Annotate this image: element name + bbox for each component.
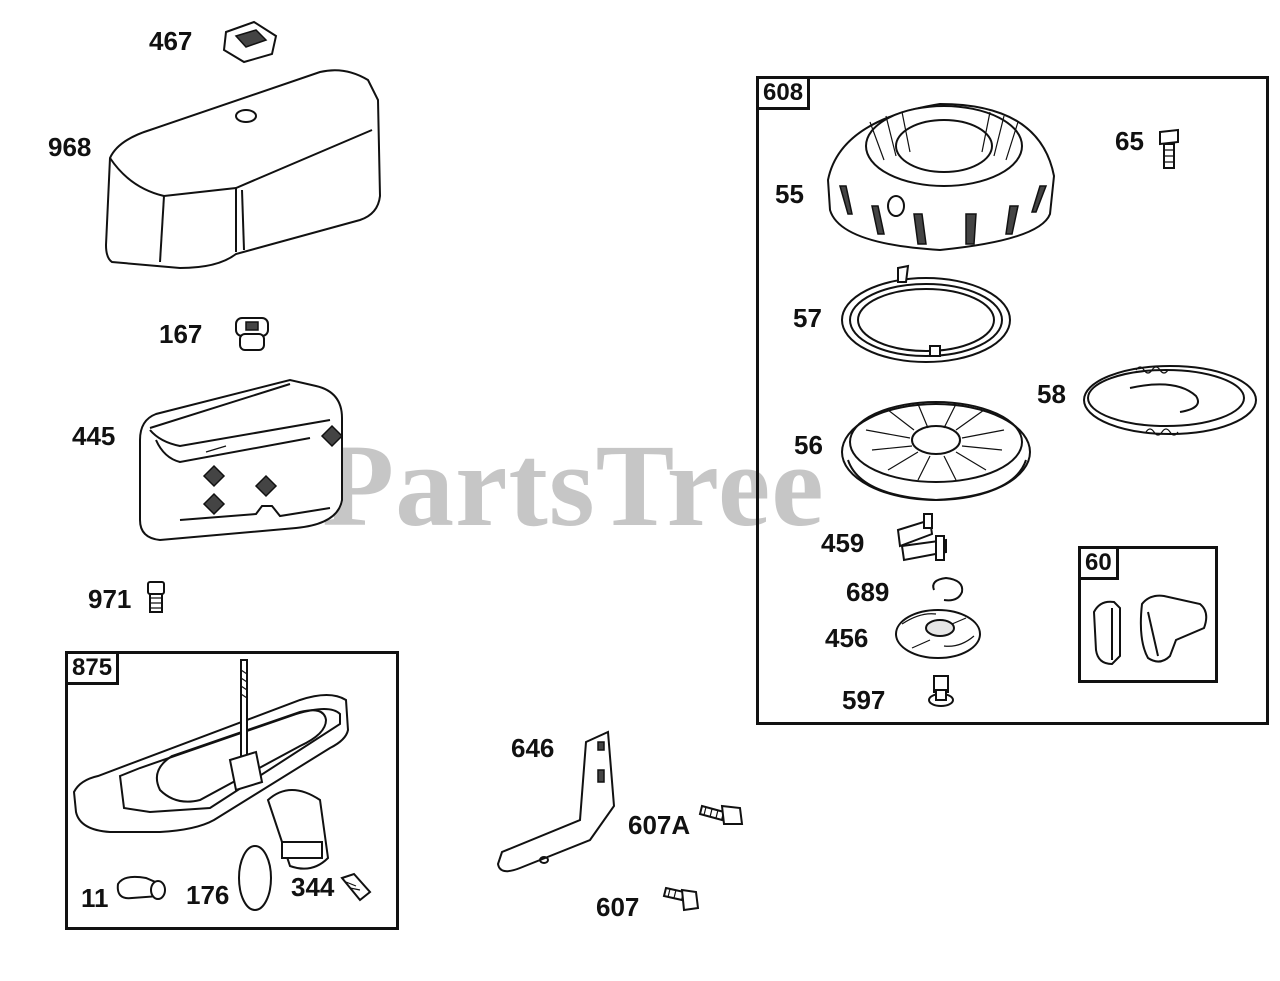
callout-607A: 607A xyxy=(628,810,691,840)
assembly-frame-60 xyxy=(1078,546,1218,683)
callout-459: 459 xyxy=(821,528,865,558)
callout-971: 971 xyxy=(88,584,132,614)
retainer-ring-689-drawing xyxy=(932,576,964,602)
callout-689: 689 xyxy=(846,577,890,607)
callout-607: 607 xyxy=(596,892,640,922)
assembly-label-608: 608 xyxy=(756,76,811,110)
callout-597: 597 xyxy=(842,685,886,715)
retainer-456-drawing xyxy=(895,609,981,659)
bracket-646-drawing xyxy=(496,730,616,873)
callout-176: 176 xyxy=(186,880,230,910)
screw-597-drawing xyxy=(928,675,954,707)
callout-968: 968 xyxy=(48,132,92,162)
callout-467: 467 xyxy=(149,26,193,56)
callout-445: 445 xyxy=(72,421,116,451)
starter-dogs-459-drawing xyxy=(896,513,947,562)
knob-467-drawing xyxy=(222,20,278,64)
callout-344: 344 xyxy=(291,872,335,902)
air-filter-445-drawing xyxy=(139,378,344,542)
pulley-wheel-56-drawing xyxy=(841,401,1031,502)
callout-456: 456 xyxy=(825,623,869,653)
starter-pulley-55-drawing xyxy=(826,102,1056,252)
assembly-frame-608 xyxy=(756,76,1269,725)
callout-646: 646 xyxy=(511,733,555,763)
starter-handle-60-drawing xyxy=(1092,594,1208,666)
rewind-spring-57-drawing xyxy=(841,264,1011,363)
assembly-label-60: 60 xyxy=(1078,546,1119,580)
air-cleaner-base-875-drawing xyxy=(72,659,372,911)
screw-65-drawing xyxy=(1159,128,1179,169)
callout-65: 65 xyxy=(1115,126,1144,156)
callout-57: 57 xyxy=(793,303,822,333)
screw-971-drawing xyxy=(147,581,165,613)
grommet-167-drawing xyxy=(235,317,269,351)
bolt-607A-drawing xyxy=(698,804,744,825)
callout-167: 167 xyxy=(159,319,203,349)
assembly-label-875: 875 xyxy=(65,651,120,685)
callout-56: 56 xyxy=(794,430,823,460)
assembly-frame-875 xyxy=(65,651,399,930)
bolt-607-drawing xyxy=(662,886,700,912)
callout-11: 11 xyxy=(81,883,109,913)
air-cleaner-cover-968-drawing xyxy=(104,69,382,270)
starter-rope-58-drawing xyxy=(1083,365,1257,436)
watermark: PartsTree xyxy=(322,420,825,551)
callout-58: 58 xyxy=(1037,379,1066,409)
callout-55: 55 xyxy=(775,179,804,209)
